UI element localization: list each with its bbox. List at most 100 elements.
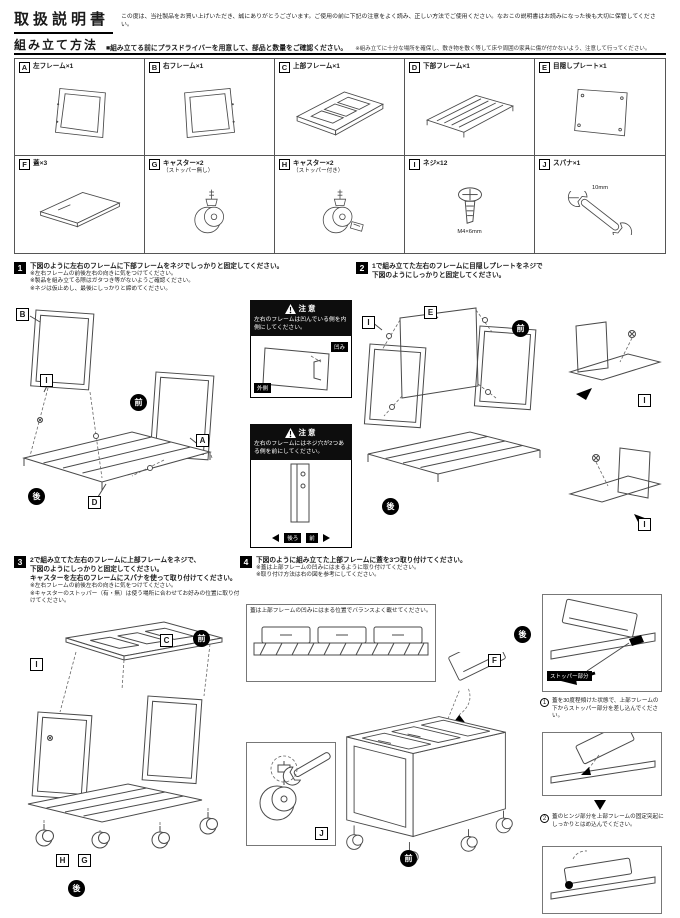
step2-number-badge: 2 (356, 262, 368, 274)
step2-instruction: 1で組み立てた左右のフレームに目隠しプレートをネジで 下図のようにしっかりと固定… (372, 263, 543, 280)
detail-note-2-number: 2 (540, 814, 549, 823)
arrow-down-icon (594, 800, 606, 810)
part-e-drawing (574, 88, 628, 136)
step1-section: 1 下図のように左右のフレームに下部フレームをネジでしっかりと固定してください。… (14, 262, 354, 554)
part-b-drawing (183, 87, 235, 138)
balance-note: 蓋は上部フレームの凹みにはまる位置でバランスよく載せてください。 (250, 608, 432, 614)
callout-j: J (315, 827, 328, 840)
section-divider (14, 53, 666, 55)
step1-note-3: ※ネジは仮止めし、最後にしっかりと締めてください。 (30, 285, 172, 292)
back-marker-step4: 後 (514, 626, 531, 643)
callout-g: G (78, 854, 91, 867)
back-marker-step2: 後 (382, 498, 399, 515)
part-label-h: キャスター×2 (293, 160, 334, 167)
part-letter-c: C (279, 62, 290, 73)
wrench-caster-drawing (259, 752, 331, 821)
callout-c: C (160, 634, 173, 647)
step3-note-2: ※キャスターのストッパー（有・無）は使う場所に合わせてお好みの位置に取り付けてく… (30, 590, 240, 604)
part-i-drawing (457, 187, 482, 224)
warning1-text: 左右のフレームは凹んでいる側を内側にしてください。 (254, 317, 347, 332)
warning2-detail: 後ろ 前 (250, 460, 352, 549)
part-label-f: 蓋×3 (33, 160, 48, 167)
step2-diagram (363, 307, 541, 482)
step3-number-badge: 3 (14, 556, 26, 568)
stopper-detail-drawing (550, 598, 656, 685)
part-i-size: M4×6mm (457, 229, 482, 235)
step3-diagram (27, 621, 223, 849)
part-letter-h: H (279, 159, 290, 170)
warning1-drawing (262, 347, 330, 391)
dent-chip: 凹み (330, 342, 348, 353)
step1-number-badge: 1 (14, 262, 26, 274)
stopper-part-chip: ストッパー部分 (547, 671, 592, 681)
warning1-box: 注意 左右のフレームは凹んでいる側を内側にしてください。 (250, 300, 352, 337)
header: 取扱説明書 この度は、当社製品をお買い上げいただき、誠にありがとうございます。ご… (14, 8, 666, 34)
part-letter-f: F (19, 159, 30, 170)
part-sub-g: （ストッパー無し） (163, 167, 214, 174)
step2-detail2: I (562, 436, 666, 554)
callout-b: B (16, 308, 29, 321)
arrow-right-icon (322, 534, 330, 543)
callout-a: A (196, 434, 209, 447)
warning-icon (284, 303, 296, 314)
step4-header: 4 下図のように組み立てた上部フレームに蓋を3つ取り付けてください。 ※蓋は上部… (240, 556, 540, 580)
step3-section: 3 2で組み立てた左右のフレームに上部フレームをネジで、 下図のようにしっかりと… (14, 556, 242, 605)
step1-warning1-group: 注意 左右のフレームは凹んでいる側を内側にしてください。 凹み 外側 (250, 300, 352, 399)
part-letter-g: G (149, 159, 160, 170)
seat-step-drawing (550, 850, 656, 900)
step4-section: 4 下図のように組み立てた上部フレームに蓋を3つ取り付けてください。 ※蓋は上部… (240, 556, 540, 580)
step1-header: 1 下図のように左右のフレームに下部フレームをネジでしっかりと固定してください。… (14, 262, 354, 293)
front-marker-step2: 前 (512, 320, 529, 337)
direction-row: 後ろ 前 (251, 533, 351, 547)
balance-drawing (253, 626, 429, 656)
step3-wrench-inset: J (246, 742, 336, 846)
callout-h: H (56, 854, 69, 867)
part-sub-h: （ストッパー付き） (293, 167, 344, 174)
step4-diagram (346, 652, 513, 867)
part-j-drawing (568, 191, 632, 235)
warning2-text: 左右のフレームにはネジ穴が2つある側を前にしてください。 (254, 441, 345, 456)
step1-instruction: 下図のように左右のフレームに下部フレームをネジでしっかりと固定してください。 (30, 263, 284, 270)
front-chip: 前 (306, 533, 318, 544)
step4-note-2: ※取り付け方法は右の図を参考にしてください。 (256, 572, 380, 579)
part-label-e: 目隠しプレート×1 (553, 63, 607, 70)
step1-note-2: ※製品を組み立てる際はガタつき等がないようご確認ください。 (30, 278, 194, 285)
step3-note-1: ※左右フレームの前後左右の向きに気をつけてください。 (30, 583, 177, 590)
step4-note-1: ※蓋は上部フレームの凹みにはまるように取り付けてください。 (256, 565, 420, 572)
callout-i-detail2: I (638, 518, 651, 531)
step4-number-badge: 4 (240, 556, 252, 568)
back-marker-step1: 後 (28, 488, 45, 505)
assembly-note-small: ※組み立てに十分な場所を確保し、敷き物を敷く等して床や周囲の家具に傷が付かないよ… (355, 46, 651, 52)
part-h-drawing (322, 189, 364, 234)
callout-i-step3: I (30, 658, 43, 671)
front-marker-step4: 前 (400, 850, 417, 867)
detail-note-1: 1 蓋を30度程傾けた状態で、上部フレームの下からストッパー部分を差し込んでくだ… (540, 698, 664, 721)
assembly-section-header: 組み立て方法 ■組み立てる前にプラスドライバーを用意して、部品と数量をご確認くだ… (14, 36, 666, 53)
step3-instruction: 2で組み立てた左右のフレームに上部フレームをネジで、 下図のようにしっかりと固定… (30, 557, 237, 583)
step1-note-1: ※左右フレームの前後左右の向きに気をつけてください。 (30, 271, 177, 278)
lid-detail-column: ストッパー部分 1 蓋を30度程傾けた状態で、上部フレームの下からストッパー部分… (536, 556, 668, 918)
step4-balance-inset: 蓋は上部フレームの凹みにはまる位置でバランスよく載せてください。 (246, 604, 436, 682)
part-label-j: スパナ×1 (553, 160, 581, 167)
step2-detail1-drawing (568, 321, 662, 400)
warning2-drawing (290, 463, 310, 523)
front-marker-step1: 前 (130, 394, 147, 411)
part-f-drawing (38, 192, 121, 228)
step2-detail1: I (562, 310, 666, 430)
stopper-detail-box: ストッパー部分 (542, 594, 662, 692)
detail-note-1-text: 蓋を30度程傾けた状態で、上部フレームの下からストッパー部分を差し込んでください… (552, 698, 659, 720)
detail-note-2-text: 蓋のヒンジ部分を上部フレームの固定突起にしっかりとはめ込んでください。 (552, 814, 664, 828)
part-c-drawing (295, 91, 384, 136)
step1-warning2-group: 注意 左右のフレームにはネジ穴が2つある側を前にしてください。 後ろ 前 (250, 424, 352, 549)
part-label-i: ネジ×12 (423, 160, 448, 167)
warning1-detail: 凹み 外側 (250, 336, 352, 399)
